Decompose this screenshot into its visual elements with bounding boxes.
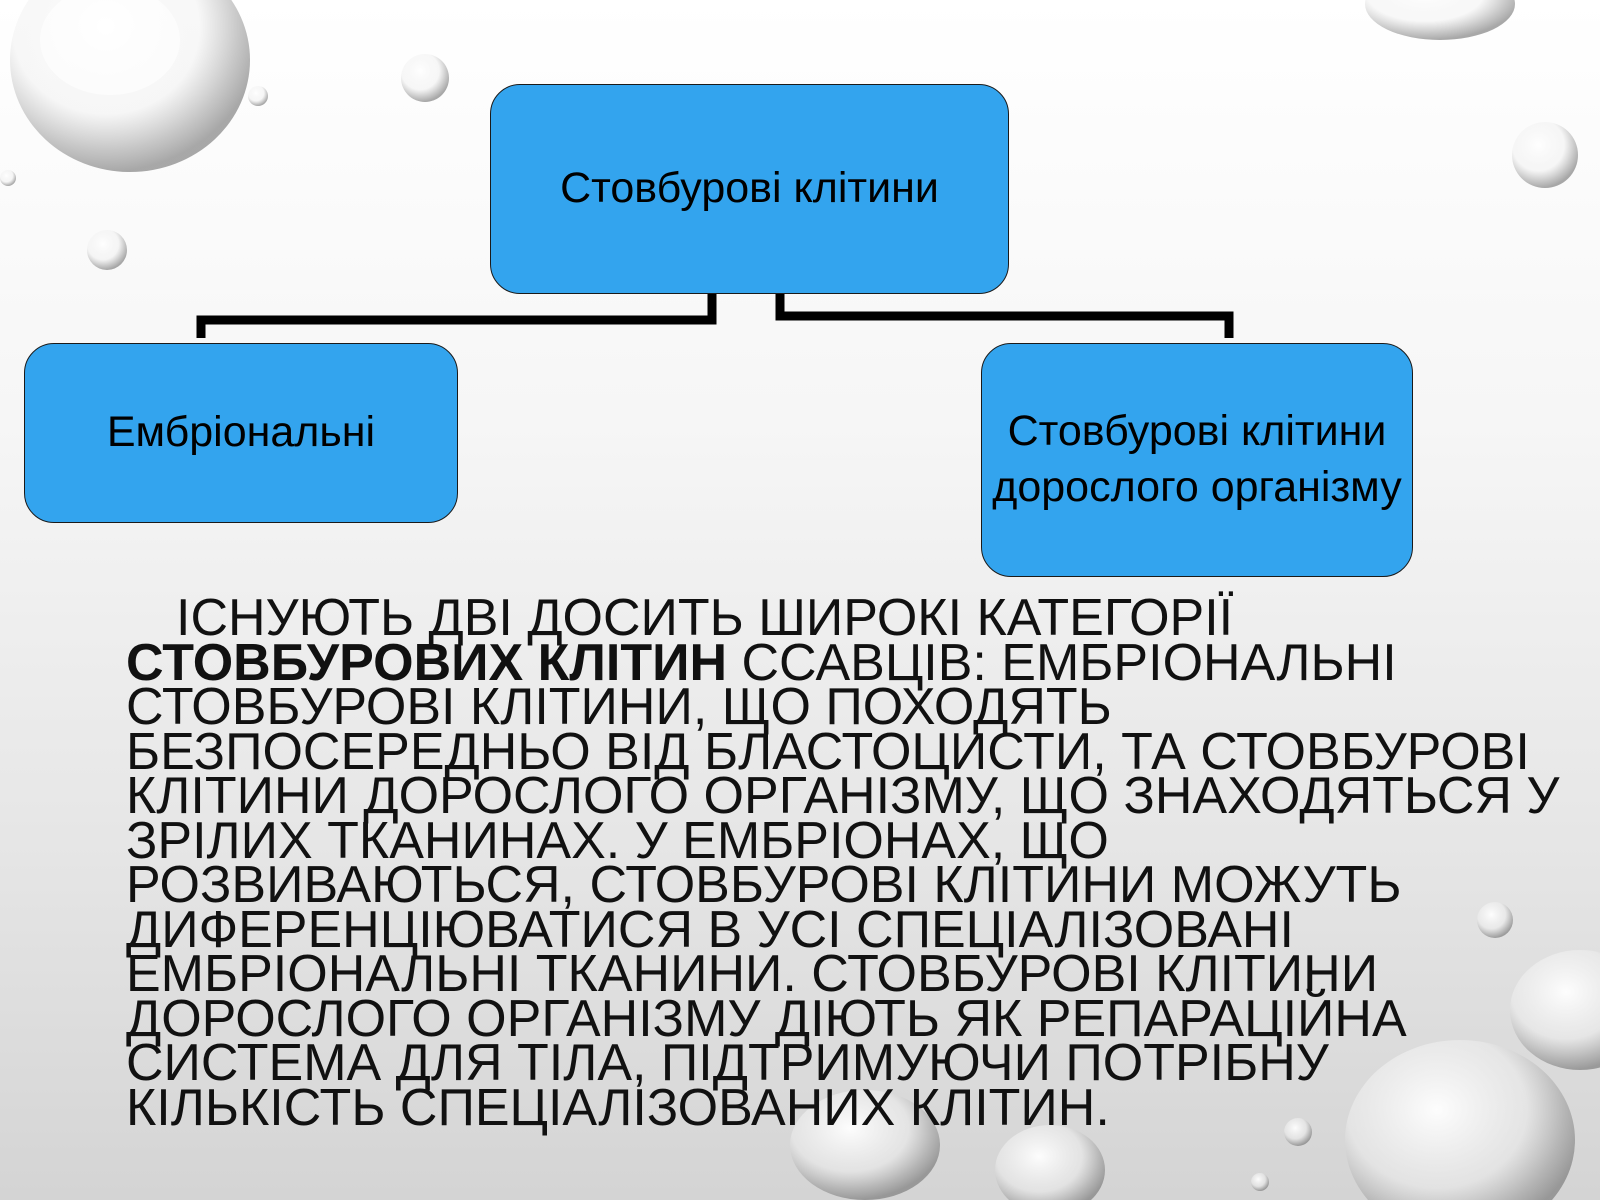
body-rest: ссавців: ембріональні стовбурові клітини… (126, 633, 1560, 1137)
water-drop (1345, 1040, 1575, 1200)
node-label: Ембріональні (106, 408, 376, 457)
water-drop (1251, 1173, 1269, 1191)
body-intro: Існують дві досить широкі категорії (176, 589, 1234, 647)
water-drop (995, 1125, 1105, 1200)
water-drop (1477, 902, 1513, 938)
water-drop (248, 86, 268, 106)
node-stem-cells: Стовбурові клітини (490, 84, 1009, 294)
water-drop (0, 170, 16, 186)
node-embryonic: Ембріональні (24, 343, 458, 523)
water-drop (401, 54, 449, 102)
water-drop (1512, 122, 1578, 188)
water-drop (790, 1090, 940, 1200)
water-drop (87, 230, 127, 270)
connector-root-to-left (196, 294, 717, 338)
connector-root-to-right (775, 294, 1234, 338)
node-label: Стовбурові клітини дорослого організму (992, 407, 1402, 511)
node-label: Стовбурові клітини (560, 164, 939, 213)
water-drop (10, 0, 250, 172)
body-emphasis: стовбурових клітин (126, 633, 728, 692)
node-adult-stem-cells: Стовбурові клітини дорослого організму (981, 343, 1413, 577)
water-drop (1284, 1118, 1312, 1146)
body-paragraph: Існують дві досить широкі категорії стов… (126, 592, 1566, 1134)
water-drop (1365, 0, 1515, 40)
water-drop (1510, 950, 1600, 1070)
